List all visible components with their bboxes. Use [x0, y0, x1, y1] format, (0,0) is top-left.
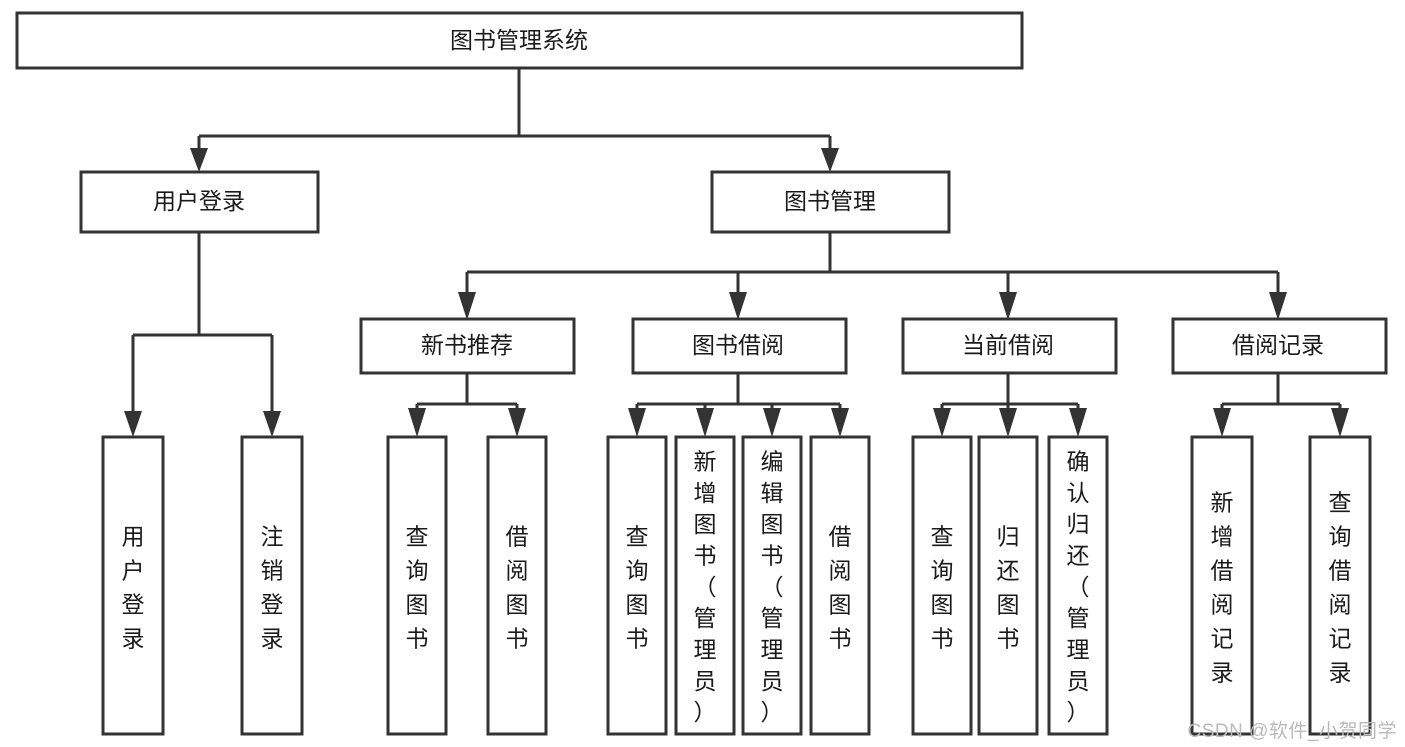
node-book-manage-box[interactable] [710, 170, 951, 234]
node-new-book-recommend[interactable]: 新书推荐 [359, 317, 576, 375]
node-leaf-query-record-box[interactable] [1308, 435, 1372, 736]
node-current-borrow[interactable]: 当前借阅 [901, 317, 1118, 375]
arrow-head-leaf-logout [263, 411, 281, 437]
node-leaf-add-book-label: 新增图书（管理员） [694, 448, 717, 725]
arrow-head-leaf-return-book [999, 408, 1017, 437]
node-leaf-query-book-3-box[interactable] [911, 435, 973, 736]
arrow-head-book-borrow [729, 292, 747, 320]
node-new-book-recommend-box[interactable] [359, 317, 576, 375]
arrow-head-new-book-recommend [458, 292, 476, 320]
connector-layer [124, 68, 1349, 437]
node-book-borrow-label: 图书借阅 [692, 332, 784, 358]
node-leaf-query-book-2-box[interactable] [606, 435, 668, 736]
arrow-head-leaf-add-record [1213, 408, 1231, 437]
node-leaf-user-login-box[interactable] [101, 435, 165, 736]
node-user-login[interactable]: 用户登录 [79, 170, 320, 234]
node-book-borrow[interactable]: 图书借阅 [631, 317, 848, 375]
arrow-head-current-borrow [999, 292, 1017, 320]
node-user-login-box[interactable] [79, 170, 320, 234]
node-book-manage[interactable]: 图书管理 [710, 170, 951, 234]
node-current-borrow-box[interactable] [901, 317, 1118, 375]
arrow-head-leaf-add-book [696, 408, 714, 437]
node-leaf-add-record[interactable]: 新增借阅记录 [1190, 435, 1254, 736]
arrow-head-user-login [190, 148, 208, 172]
watermark-text: CSDN @软件_小贺同学 [1187, 721, 1397, 742]
node-leaf-query-record[interactable]: 查询借阅记录 [1308, 435, 1372, 736]
node-leaf-query-book-1-box[interactable] [386, 435, 448, 736]
arrow-head-leaf-query-book-3 [933, 408, 951, 437]
node-new-book-recommend-label: 新书推荐 [421, 332, 513, 358]
node-leaf-add-book[interactable]: 新增图书（管理员） [674, 435, 736, 736]
node-leaf-logout-label: 注销登录 [261, 524, 284, 652]
node-leaf-add-record-label: 新增借阅记录 [1211, 490, 1234, 686]
node-borrow-record-box[interactable] [1171, 317, 1388, 375]
node-user-login-label: 用户登录 [153, 188, 245, 214]
node-leaf-query-book-1[interactable]: 查询图书 [386, 435, 448, 736]
node-leaf-logout-box[interactable] [240, 435, 304, 736]
node-root-label: 图书管理系统 [450, 27, 588, 53]
node-leaf-borrow-book-2[interactable]: 借阅图书 [809, 435, 871, 736]
node-book-manage-label: 图书管理 [784, 188, 876, 214]
node-leaf-query-book-2[interactable]: 查询图书 [606, 435, 668, 736]
arrow-head-leaf-query-book-1 [408, 408, 426, 437]
node-leaf-logout[interactable]: 注销登录 [240, 435, 304, 736]
arrow-head-leaf-edit-book [763, 408, 781, 437]
node-leaf-edit-book-box[interactable] [741, 435, 803, 736]
node-leaf-confirm-return-label: 确认归还（管理员） [1067, 448, 1090, 725]
arrow-head-leaf-user-login [124, 411, 142, 437]
arrow-head-borrow-record [1269, 292, 1287, 320]
node-leaf-user-login-label: 用户登录 [122, 524, 145, 652]
node-leaf-query-book-3[interactable]: 查询图书 [911, 435, 973, 736]
node-leaf-query-book-2-label: 查询图书 [626, 524, 649, 652]
arrow-head-book-manage [821, 148, 839, 172]
node-leaf-borrow-book-1[interactable]: 借阅图书 [486, 435, 548, 736]
node-leaf-borrow-book-2-label: 借阅图书 [829, 524, 852, 652]
node-leaf-return-book-label: 归还图书 [997, 524, 1020, 652]
node-leaf-borrow-book-1-box[interactable] [486, 435, 548, 736]
node-leaf-return-book-box[interactable] [977, 435, 1039, 736]
node-borrow-record-label: 借阅记录 [1232, 332, 1324, 358]
node-leaf-confirm-return-box[interactable] [1047, 435, 1109, 736]
node-leaf-query-book-3-label: 查询图书 [931, 524, 954, 652]
node-leaf-return-book[interactable]: 归还图书 [977, 435, 1039, 736]
node-leaf-query-book-1-label: 查询图书 [406, 524, 429, 652]
node-leaf-confirm-return[interactable]: 确认归还（管理员） [1047, 435, 1109, 736]
arrow-head-leaf-query-book-2 [628, 408, 646, 437]
node-current-borrow-label: 当前借阅 [962, 332, 1054, 358]
arrow-head-leaf-confirm-return [1069, 408, 1087, 437]
node-leaf-borrow-book-2-box[interactable] [809, 435, 871, 736]
node-root[interactable]: 图书管理系统 [15, 11, 1024, 70]
node-root-box[interactable] [15, 11, 1024, 70]
node-leaf-edit-book[interactable]: 编辑图书（管理员） [741, 435, 803, 736]
node-borrow-record[interactable]: 借阅记录 [1171, 317, 1388, 375]
node-leaf-add-record-box[interactable] [1190, 435, 1254, 736]
arrow-head-leaf-borrow-book-2 [831, 408, 849, 437]
node-leaf-query-record-label: 查询借阅记录 [1329, 490, 1352, 686]
node-leaf-edit-book-label: 编辑图书（管理员） [761, 448, 784, 725]
node-leaf-add-book-box[interactable] [674, 435, 736, 736]
arrow-head-leaf-borrow-book-1 [508, 408, 526, 437]
arrow-head-leaf-query-record [1331, 408, 1349, 437]
node-leaf-borrow-book-1-label: 借阅图书 [506, 524, 529, 652]
node-leaf-user-login[interactable]: 用户登录 [101, 435, 165, 736]
node-book-borrow-box[interactable] [631, 317, 848, 375]
